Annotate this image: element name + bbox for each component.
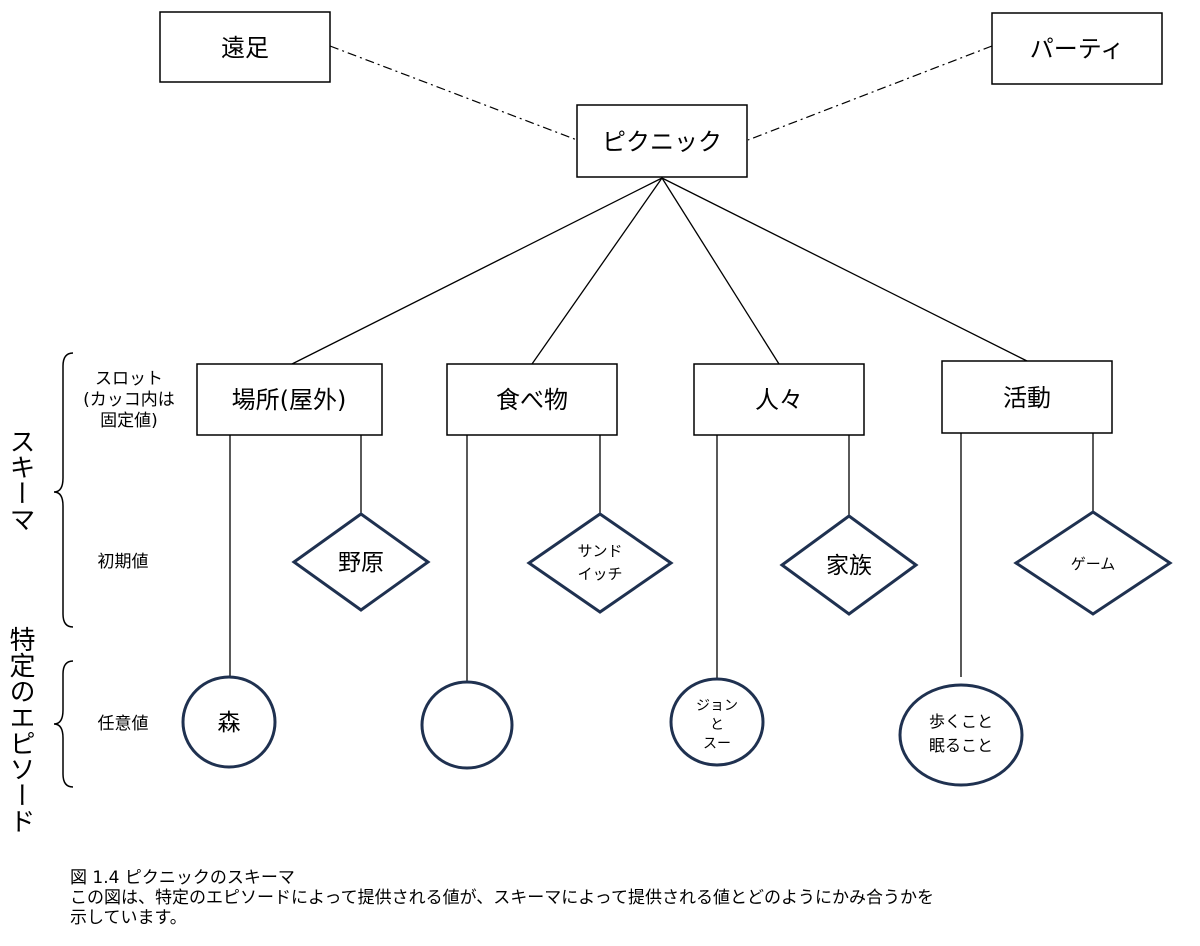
default-people: 家族 (779, 514, 919, 616)
edge-root-slot-people (661, 177, 780, 365)
label-slot-line3: 固定値) (100, 411, 158, 431)
slot-activity-label: 活動 (1003, 384, 1051, 412)
figure-caption: 図 1.4 ピクニックのスキーマ この図は、特定のエピソードによって提供される値… (70, 868, 1170, 928)
value-activity: 歩くこと 眠ること (898, 683, 1024, 787)
vertical-label-episode: 特定のエピソード (5, 626, 35, 834)
slot-place-label: 場所(屋外) (232, 386, 347, 414)
node-party-label: パーティ (1030, 35, 1125, 63)
default-activity-label: ゲーム (1071, 555, 1116, 573)
label-default: 初期値 (98, 552, 149, 572)
value-people: ジョン と スー (669, 677, 765, 767)
slot-people-label: 人々 (755, 386, 803, 414)
slot-people: 人々 (693, 363, 865, 436)
default-food-label-line1: サンド (577, 542, 622, 560)
default-people-label: 家族 (826, 553, 872, 579)
node-party: パーティ (991, 12, 1163, 85)
vertical-label-schema: スキーマ (5, 428, 35, 532)
default-activity: ゲーム (1013, 510, 1173, 616)
label-slot-line1: スロット (95, 369, 163, 389)
default-place-label: 野原 (338, 550, 384, 576)
default-food: サンド イッチ (526, 512, 674, 614)
value-place: 森 (181, 675, 277, 769)
node-ensoku: 遠足 (159, 11, 331, 83)
brace-episode (53, 660, 74, 788)
value-activity-label-line2: 眠ること (929, 736, 993, 755)
edge-root-slot-food (531, 177, 663, 365)
node-picnic: ピクニック (576, 104, 748, 178)
slot-food-label: 食べ物 (496, 386, 568, 414)
node-ensoku-label: 遠足 (221, 34, 269, 62)
default-place: 野原 (291, 512, 431, 612)
caption-text-line2: 示しています。 (70, 908, 187, 928)
value-people-label-line1: ジョン (696, 698, 738, 714)
label-slot-line2: (カッコ内は (83, 390, 175, 410)
default-food-label-line2: イッチ (577, 565, 622, 583)
value-activity-label-line1: 歩くこと (929, 712, 993, 731)
label-optional: 任意値 (98, 714, 149, 734)
value-food (420, 680, 514, 770)
caption-text-line1: この図は、特定のエピソードによって提供される値が、スキーマによって提供される値と… (70, 888, 934, 908)
link-ensoku-picnic (329, 45, 578, 141)
slot-food: 食べ物 (446, 363, 618, 436)
edge-root-slot-place (291, 177, 663, 365)
brace-schema (53, 352, 74, 628)
picnic-schema-diagram: 遠足 パーティ ピクニック 場所(屋外) 食べ物 人々 活動 野原 サンド イッ… (5, 11, 1173, 834)
value-people-label-line3: スー (703, 736, 731, 752)
caption-title: 図 1.4 ピクニックのスキーマ (70, 868, 295, 888)
value-place-label: 森 (218, 710, 241, 736)
slot-activity: 活動 (941, 360, 1113, 434)
link-party-picnic (747, 45, 993, 141)
node-picnic-label: ピクニック (602, 128, 722, 156)
slot-place: 場所(屋外) (196, 363, 383, 436)
edge-root-slot-activity (661, 177, 1028, 362)
value-people-label-line2: と (710, 717, 724, 733)
